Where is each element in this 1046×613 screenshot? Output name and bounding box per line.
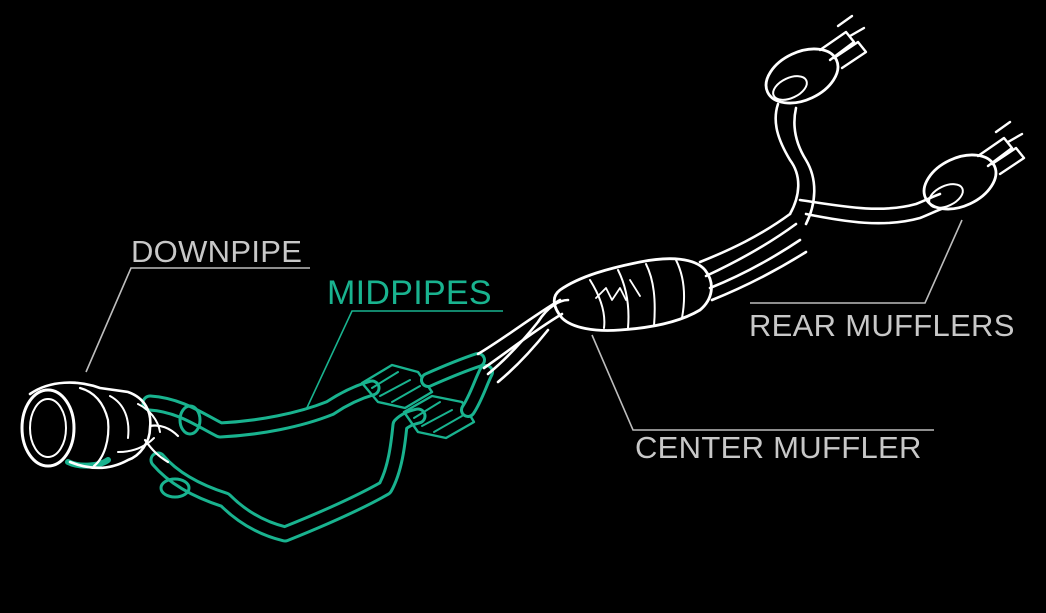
center-inlet-lower bbox=[486, 298, 570, 384]
rear-pipe-upper bbox=[698, 212, 798, 278]
rear-mufflers-part bbox=[698, 14, 1026, 302]
downpipe-inlet-inner bbox=[29, 398, 67, 458]
downpipe-branch bbox=[143, 424, 180, 464]
downpipe-inlet-outer bbox=[20, 388, 76, 468]
downpipe-body bbox=[28, 381, 152, 470]
leader-lines bbox=[85, 219, 963, 431]
rear-muffler-2-tips bbox=[976, 120, 1026, 176]
midpipe-lower-inner bbox=[152, 410, 424, 540]
midpipe-upper-inner bbox=[144, 382, 378, 436]
downpipe-part bbox=[20, 381, 180, 470]
rear-muffler-1-face bbox=[772, 75, 808, 101]
rear-pipe-lower bbox=[708, 238, 808, 302]
center-muffler-leader bbox=[591, 334, 934, 431]
midpipes-assembly bbox=[65, 352, 494, 543]
rear-mufflers-leader bbox=[750, 219, 963, 304]
center-muffler-logo bbox=[595, 279, 641, 301]
rear-pipe-to-muffler-1 bbox=[774, 102, 816, 226]
center-muffler-part bbox=[476, 257, 713, 384]
center-muffler-body bbox=[552, 257, 713, 332]
midpipe-lower bbox=[149, 407, 427, 543]
midpipe-upper-exit-inner bbox=[423, 355, 483, 385]
downpipe-detail bbox=[109, 395, 161, 453]
midpipe-lower-exit-inner bbox=[463, 367, 491, 415]
rear-muffler-1-body bbox=[764, 47, 840, 105]
center-muffler-label: CENTER MUFFLER bbox=[635, 430, 922, 465]
midpipes-label: MIDPIPES bbox=[327, 274, 492, 312]
downpipe-leader bbox=[85, 267, 310, 373]
rear-pipe-to-muffler-2 bbox=[798, 192, 946, 225]
rear-muffler-2-body bbox=[922, 153, 998, 211]
clamp-lower-left bbox=[159, 477, 191, 499]
cat-lower bbox=[402, 394, 476, 440]
clamp-upper-left bbox=[178, 404, 202, 436]
cat-upper bbox=[360, 363, 434, 410]
midpipes-leader bbox=[304, 310, 503, 413]
downpipe-flange bbox=[78, 386, 110, 468]
rear-muffler-2-face bbox=[928, 183, 964, 209]
cat-lower-detail bbox=[413, 401, 463, 433]
white-parts bbox=[20, 14, 1026, 470]
downpipe-label: DOWNPIPE bbox=[131, 234, 303, 269]
rear-muffler-1-tips bbox=[818, 14, 868, 70]
cat-upper-detail bbox=[371, 371, 421, 403]
rear-mufflers-label: REAR MUFFLERS bbox=[749, 308, 1015, 343]
center-muffler-ribs bbox=[589, 259, 685, 329]
